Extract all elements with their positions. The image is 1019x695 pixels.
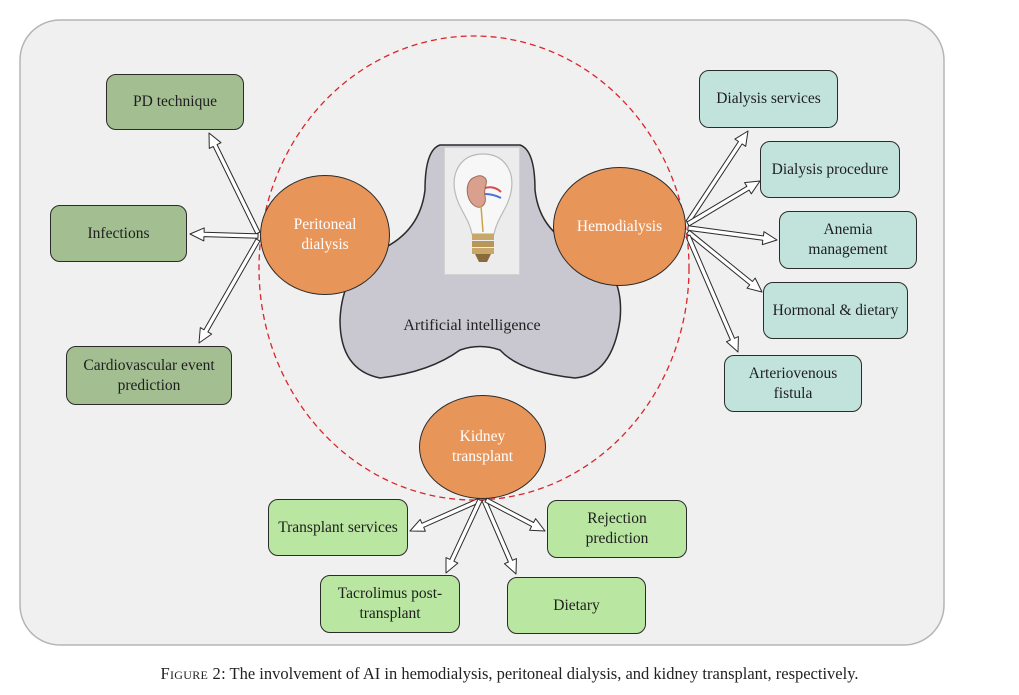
arrow-transplant-services [409,497,482,532]
hub-peritoneal-dialysis: Peritoneal dialysis [260,175,390,295]
pd-technique-box: PD technique [106,74,244,130]
hub-hemodialysis-label: Hemodialysis [576,217,663,235]
arrow-dietary [481,498,517,575]
transplant-services-box: Transplant services [268,499,408,556]
arteriovenous-fistula-box: Arteriovenous fistula [724,355,862,412]
dialysis-procedure-box: Dialysis procedure [760,141,900,198]
arrow-dialysis-procedure [686,180,761,227]
caption-label: Figure 2 [160,664,222,683]
arrow-cardiovascular [198,238,261,344]
figure-caption: Figure 2: The involvement of AI in hemod… [0,664,1019,684]
arrow-pd-technique [208,132,261,235]
arrow-hormonal-dietary [686,229,763,293]
caption-text: : The involvement of AI in hemodialysis,… [221,664,859,683]
hub-kidney-transplant: Kidney transplant [419,395,546,499]
tacrolimus-box: Tacrolimus post-transplant [320,575,460,633]
arrow-rejection-prediction [484,497,546,532]
arrow-dialysis-services [685,130,749,224]
hub-peritoneal-label: Peritoneal dialysis [293,216,357,253]
hub-hemodialysis: Hemodialysis [553,167,686,286]
arrow-infections [189,227,259,242]
arrow-tacrolimus [445,498,483,574]
hub-transplant-label: Kidney transplant [451,428,514,465]
ai-scope-ring [258,35,690,501]
ai-label: Artificial intelligence [403,317,541,334]
infections-box: Infections [50,205,187,262]
dietary-box: Dietary [507,577,646,634]
hormonal-dietary-box: Hormonal & dietary [763,282,908,339]
rejection-prediction-box: Rejection prediction [547,500,687,558]
anemia-management-box: Anemia management [779,211,917,269]
cardiovascular-event-box: Cardiovascular event prediction [66,346,232,405]
lightbulb-kidney-icon [444,147,520,275]
dialysis-services-box: Dialysis services [699,70,838,128]
arrow-anemia-management [687,225,778,246]
arrow-arteriovenous-fistula [685,234,739,353]
arrows-group [189,130,778,575]
